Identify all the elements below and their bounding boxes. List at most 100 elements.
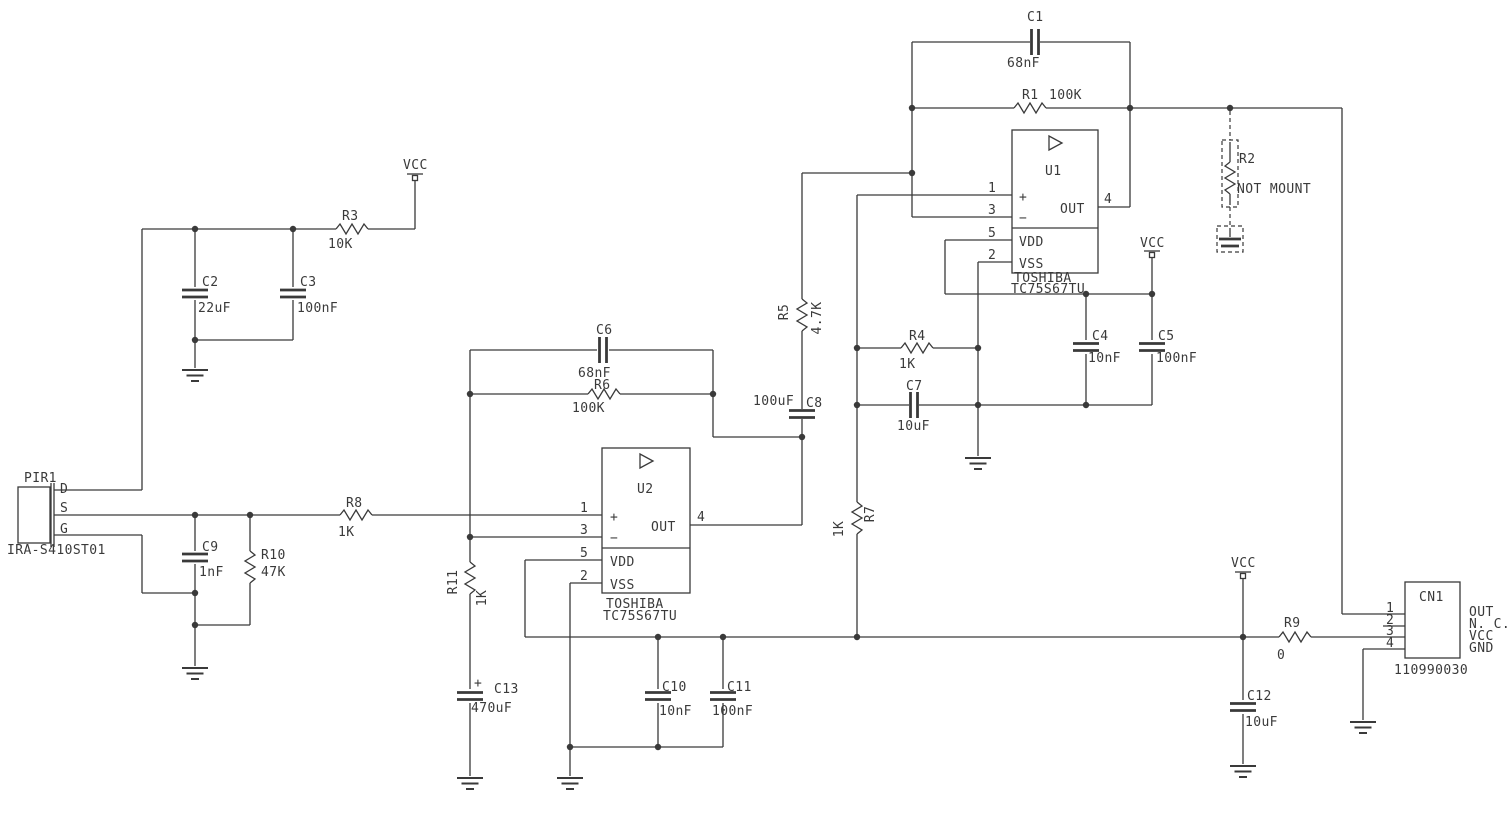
capacitor-c13: + C13 470uF	[455, 676, 519, 716]
r9-ref: R9	[1284, 616, 1300, 631]
u2-ref: U2	[637, 482, 653, 497]
u1-pin4: 4	[1104, 192, 1112, 207]
r10-ref: R10	[261, 548, 286, 563]
u2-vdd: VDD	[610, 555, 635, 570]
r11-ref: R11	[446, 570, 461, 595]
r8-value: 1K	[338, 525, 354, 540]
resistor-r2-not-mount: R2 NOT MOUNT	[1216, 111, 1311, 253]
wire-stage1-net	[469, 349, 803, 776]
c2-ref: C2	[202, 275, 218, 290]
capacitor-c8: 100uF C8	[753, 394, 822, 419]
wire-vcc-rail-net	[524, 559, 1405, 776]
c9-ref: C9	[202, 540, 218, 555]
resistor-icon	[335, 223, 369, 235]
resistor-r7: 1K R7	[832, 501, 878, 537]
c10-value: 10nF	[659, 704, 692, 719]
cn1-pin2: 2	[1386, 613, 1394, 628]
vcc-label: VCC	[403, 158, 428, 173]
resistor-r6: R6 100K	[572, 378, 621, 416]
capacitor-c12: C12 10uF	[1228, 689, 1278, 730]
opamp-triangle-icon	[1048, 134, 1064, 152]
u1-part-number: TC75S67TU	[1011, 282, 1085, 297]
r1-value: 100K	[1049, 88, 1082, 103]
cn1-signal-vcc: VCC	[1469, 629, 1494, 644]
opamp-u2: U2 + − OUT VDD VSS 1 3 5 2 4 TOSHIBA TC7…	[580, 447, 705, 624]
vcc-icon	[1143, 250, 1161, 259]
c8-value: 100uF	[753, 394, 794, 409]
resistor-r5: R5 4.7K	[777, 298, 825, 335]
capacitor-icon	[909, 390, 919, 420]
capacitor-icon	[1071, 342, 1101, 352]
pir1-pin-g: G	[60, 522, 68, 537]
u1-vendor: TOSHIBA	[1014, 271, 1072, 286]
cn1-signal-out: OUT	[1469, 605, 1494, 620]
resistor-icon	[796, 298, 808, 332]
r7-ref: R7	[863, 506, 878, 522]
resistor-icon	[339, 509, 373, 521]
u1-out: OUT	[1060, 202, 1085, 217]
ground-icon	[181, 667, 209, 680]
r4-ref: R4	[909, 329, 925, 344]
pir1-sensor: PIR1 D S G IRA-S410ST01	[7, 471, 106, 558]
capacitor-c9: C9 1nF	[180, 540, 224, 580]
resistor-icon	[244, 550, 256, 584]
c5-ref: C5	[1158, 329, 1174, 344]
c4-ref: C4	[1092, 329, 1108, 344]
pir1-pin-s: S	[60, 501, 68, 516]
c4-value: 10nF	[1088, 351, 1121, 366]
wire-stage2-net	[801, 41, 1405, 637]
capacitor-icon	[180, 552, 210, 563]
resistor-r4: R4 1K	[899, 329, 934, 372]
u2-pin5: 5	[580, 546, 588, 561]
r2-note: NOT MOUNT	[1237, 182, 1311, 197]
ground-icon	[1349, 721, 1377, 734]
u1-vdd: VDD	[1019, 235, 1044, 250]
vcc-label: VCC	[1140, 236, 1165, 251]
cn1-pin3: 3	[1386, 624, 1394, 639]
vcc-symbol-left: VCC	[403, 158, 428, 182]
capacitor-c10: C10 10nF	[643, 680, 692, 719]
u2-vendor: TOSHIBA	[606, 597, 664, 612]
r11-value: 1K	[475, 590, 490, 606]
u2-pin4: 4	[697, 510, 705, 525]
u2-pin2: 2	[580, 569, 588, 584]
capacitor-icon	[278, 288, 308, 299]
resistor-icon	[851, 501, 863, 535]
cn1-part-number: 110990030	[1394, 663, 1468, 678]
vcc-icon	[406, 173, 424, 182]
resistor-r1: R1 100K	[1013, 88, 1082, 114]
pir1-ref: PIR1	[24, 471, 57, 486]
c1-ref: C1	[1027, 10, 1043, 25]
c13-value: 470uF	[471, 701, 512, 716]
c11-ref: C11	[727, 680, 752, 695]
resistor-r11: R11 1K	[446, 561, 490, 606]
resistor-icon	[900, 342, 934, 354]
capacitor-c6: C6 68nF	[578, 323, 612, 381]
pir1-part-number: IRA-S410ST01	[7, 543, 106, 558]
c7-value: 10uF	[897, 419, 930, 434]
ground-icon	[456, 777, 484, 790]
capacitor-icon	[180, 288, 210, 299]
cn1-ref: CN1	[1419, 590, 1444, 605]
r5-value: 4.7K	[810, 302, 825, 335]
r8-ref: R8	[346, 496, 362, 511]
opamp-u1: U1 + − OUT VDD VSS 1 3 5 2 4 TOSHIBA TC7…	[988, 129, 1112, 297]
cn1-pin4: 4	[1386, 636, 1394, 651]
resistor-icon	[464, 561, 476, 595]
c12-value: 10uF	[1245, 715, 1278, 730]
c6-value: 68nF	[578, 366, 611, 381]
capacitor-icon	[455, 691, 485, 701]
c7-ref: C7	[906, 379, 922, 394]
c3-value: 100nF	[297, 301, 338, 316]
r4-value: 1K	[899, 357, 915, 372]
c13-ref: C13	[494, 682, 519, 697]
u2-minus: −	[610, 531, 618, 546]
c9-value: 1nF	[199, 565, 224, 580]
ground-icon	[556, 777, 584, 790]
capacitor-icon	[787, 409, 817, 419]
vcc-symbol-mid: VCC	[1140, 236, 1165, 259]
c12-ref: C12	[1247, 689, 1272, 704]
capacitor-icon	[1228, 702, 1258, 712]
resistor-r3: R3 10K	[328, 209, 369, 252]
